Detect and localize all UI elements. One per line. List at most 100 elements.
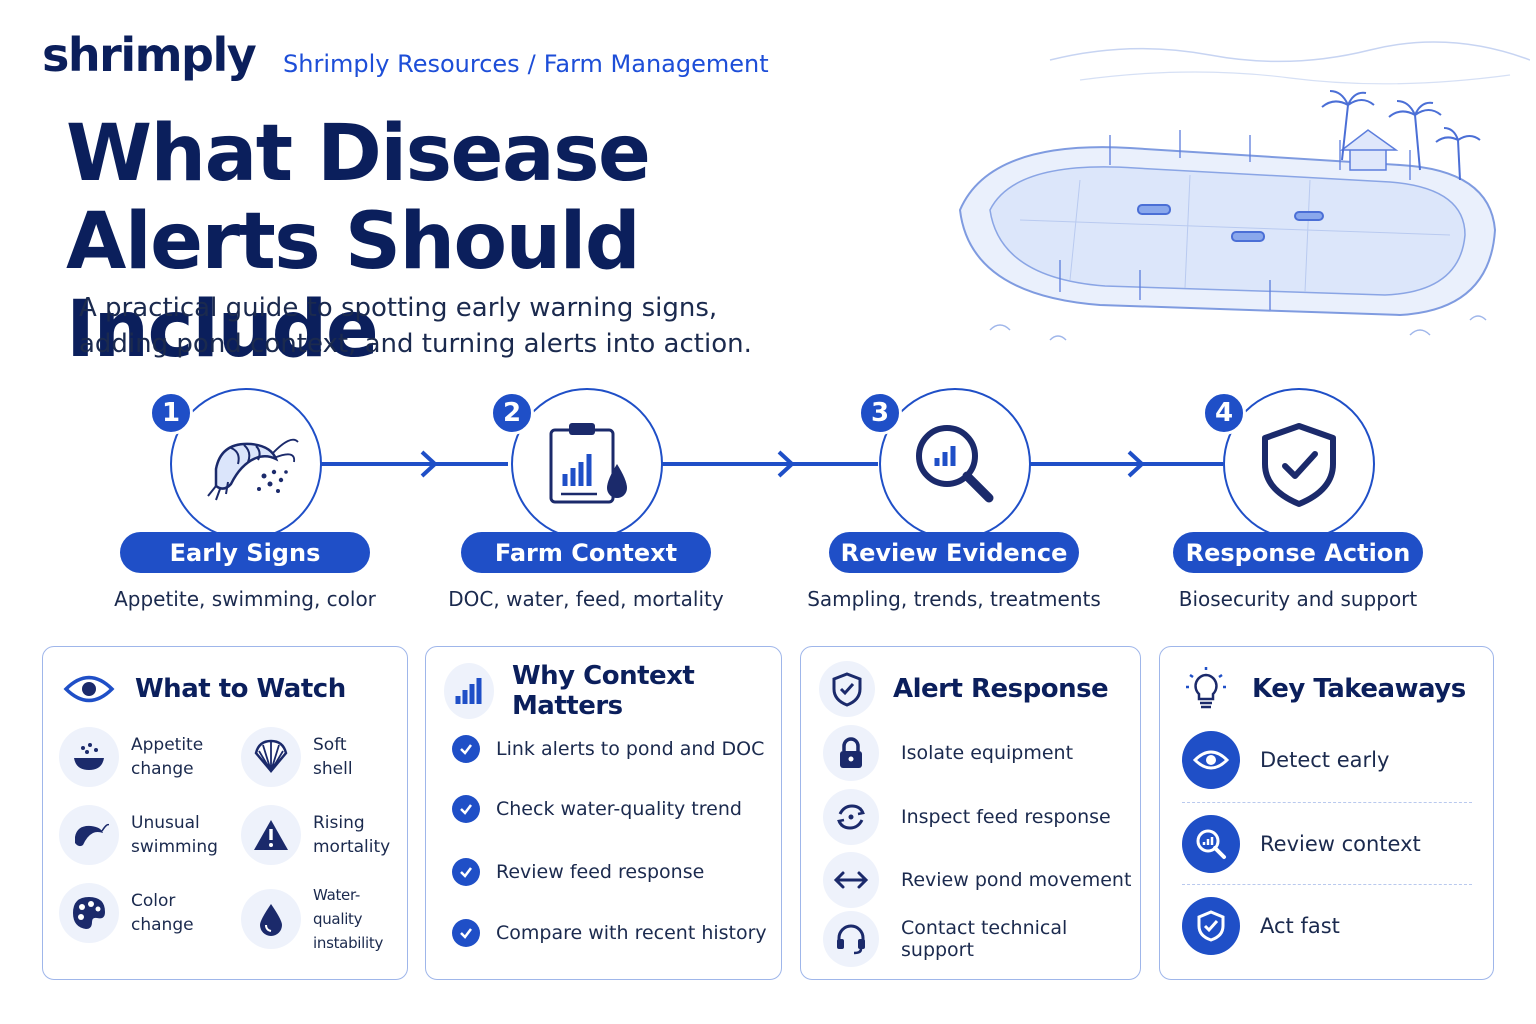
card-header: Why Context Matters [444, 661, 781, 721]
step-circle [879, 388, 1031, 540]
check-icon [452, 919, 480, 947]
takeaway-item-label: Act fast [1260, 914, 1340, 938]
warning-icon [241, 805, 301, 865]
watch-item-line2: shell [313, 759, 353, 779]
response-item-label: Isolate equipment [901, 742, 1074, 764]
watch-item-line1: Rising [313, 813, 365, 833]
shield-check-icon [819, 661, 875, 717]
step-description: Biosecurity and support [1178, 587, 1418, 611]
page-title: What Disease Alerts Should Include [66, 110, 966, 374]
lightbulb-icon [1178, 661, 1234, 717]
watch-item-line1: Appetite [131, 735, 204, 755]
step-label: Early Signs [120, 532, 370, 573]
step-label: Farm Context [461, 532, 711, 573]
watch-item-line1: Unusual [131, 813, 200, 833]
step-response-action: 4 Response Action Biosecurity and suppor… [1138, 388, 1458, 618]
divider [1182, 802, 1472, 803]
takeaway-item: Review context [1182, 815, 1421, 873]
page-subtitle-line1: A practical guide to spotting early warn… [79, 293, 718, 323]
context-item-label: Compare with recent history [496, 922, 767, 944]
chevron-right-icon [1127, 450, 1145, 478]
watch-item-color: Color change [59, 883, 227, 943]
card-header: Alert Response [819, 661, 1109, 717]
clipboard-chart-icon [549, 423, 627, 504]
step-description: Sampling, trends, treatments [807, 587, 1101, 611]
step-label: Response Action [1173, 532, 1423, 573]
divider [1182, 884, 1472, 885]
page-subtitle-line2: adding pond context, and turning alerts … [79, 329, 752, 359]
flow-connector-3 [1028, 462, 1223, 466]
eye-icon [1182, 731, 1240, 789]
page-title-line1: What Disease [66, 109, 651, 199]
step-circle [170, 388, 322, 540]
context-item-label: Review feed response [496, 861, 705, 883]
water-drop-icon [241, 889, 301, 949]
flow-connector-2 [658, 462, 878, 466]
step-number-badge: 3 [858, 391, 902, 435]
context-item: Link alerts to pond and DOC [452, 735, 764, 763]
shrimp-icon [207, 438, 299, 501]
watch-item-line2: swimming [131, 837, 218, 857]
page-title-line2: Alerts Should Include [66, 197, 641, 375]
watch-item-line1: Water-quality [313, 886, 363, 928]
shield-check-icon [1182, 897, 1240, 955]
step-circle [511, 388, 663, 540]
watch-item-mortality: Rising mortality [241, 805, 409, 865]
response-item-label: Inspect feed response [901, 806, 1111, 828]
response-item: Contact technical support [823, 911, 1140, 967]
magnifier-chart-icon [916, 425, 994, 503]
watch-item-line2: instability [313, 934, 384, 952]
shrimply-logo[interactable]: shrimply [42, 28, 257, 82]
takeaway-item: Act fast [1182, 897, 1340, 955]
page-subtitle: A practical guide to spotting early warn… [79, 290, 779, 362]
card-header: Key Takeaways [1178, 661, 1466, 717]
lock-icon [823, 725, 879, 781]
chevron-right-icon [420, 450, 438, 478]
shield-check-icon [1262, 423, 1336, 507]
takeaway-item: Detect early [1182, 731, 1389, 789]
shrimp-icon [59, 805, 119, 865]
watch-item-swimming: Unusual swimming [59, 805, 227, 865]
response-item: Isolate equipment [823, 725, 1073, 781]
takeaway-item-label: Review context [1260, 832, 1421, 856]
breadcrumb: Shrimply Resources / Farm Management [283, 50, 769, 78]
card-why-context-matters: Why Context Matters Link alerts to pond … [425, 646, 782, 980]
feed-bowl-icon [59, 727, 119, 787]
watch-item-line1: Soft [313, 735, 347, 755]
step-number-badge: 4 [1202, 391, 1246, 435]
takeaway-item-label: Detect early [1260, 748, 1390, 772]
shrimp-pond-illustration [958, 41, 1530, 341]
response-item: Review pond movement [823, 852, 1131, 908]
check-icon [452, 795, 480, 823]
watch-item-line2: mortality [313, 837, 391, 857]
arrows-icon [823, 852, 879, 908]
shell-icon [241, 727, 301, 787]
breadcrumb-separator: / [527, 50, 536, 78]
watch-item-line1: Color [131, 891, 176, 911]
card-what-to-watch: What to Watch Appetite change Soft shell U… [42, 646, 408, 980]
watch-item-line2: change [131, 915, 194, 935]
breadcrumb-current-link[interactable]: Farm Management [543, 50, 769, 78]
card-title: Why Context Matters [511, 661, 695, 721]
step-early-signs: 1 Early Signs Appetite, swimming, color [85, 388, 405, 618]
check-icon [452, 858, 480, 886]
step-number-badge: 1 [149, 391, 193, 435]
cycle-icon [823, 789, 879, 845]
context-item: Check water-quality trend [452, 795, 742, 823]
eye-icon [61, 661, 117, 717]
palette-icon [59, 883, 119, 943]
magnifier-chart-icon [1182, 815, 1240, 873]
watch-item-line2: change [131, 759, 194, 779]
context-item: Compare with recent history [452, 919, 767, 947]
bar-chart-icon [444, 663, 494, 719]
response-item-label: Contact technical support [901, 917, 1068, 961]
response-item: Inspect feed response [823, 789, 1111, 845]
chevron-right-icon [777, 450, 795, 478]
card-header: What to Watch [61, 661, 346, 717]
watch-item-soft-shell: Soft shell [241, 727, 409, 787]
watch-item-appetite: Appetite change [59, 727, 227, 787]
context-item: Review feed response [452, 858, 704, 886]
context-item-label: Check water-quality trend [496, 798, 742, 820]
breadcrumb-root-link[interactable]: Shrimply Resources [283, 50, 520, 78]
card-alert-response: Alert Response Isolate equipment Inspect… [800, 646, 1141, 980]
